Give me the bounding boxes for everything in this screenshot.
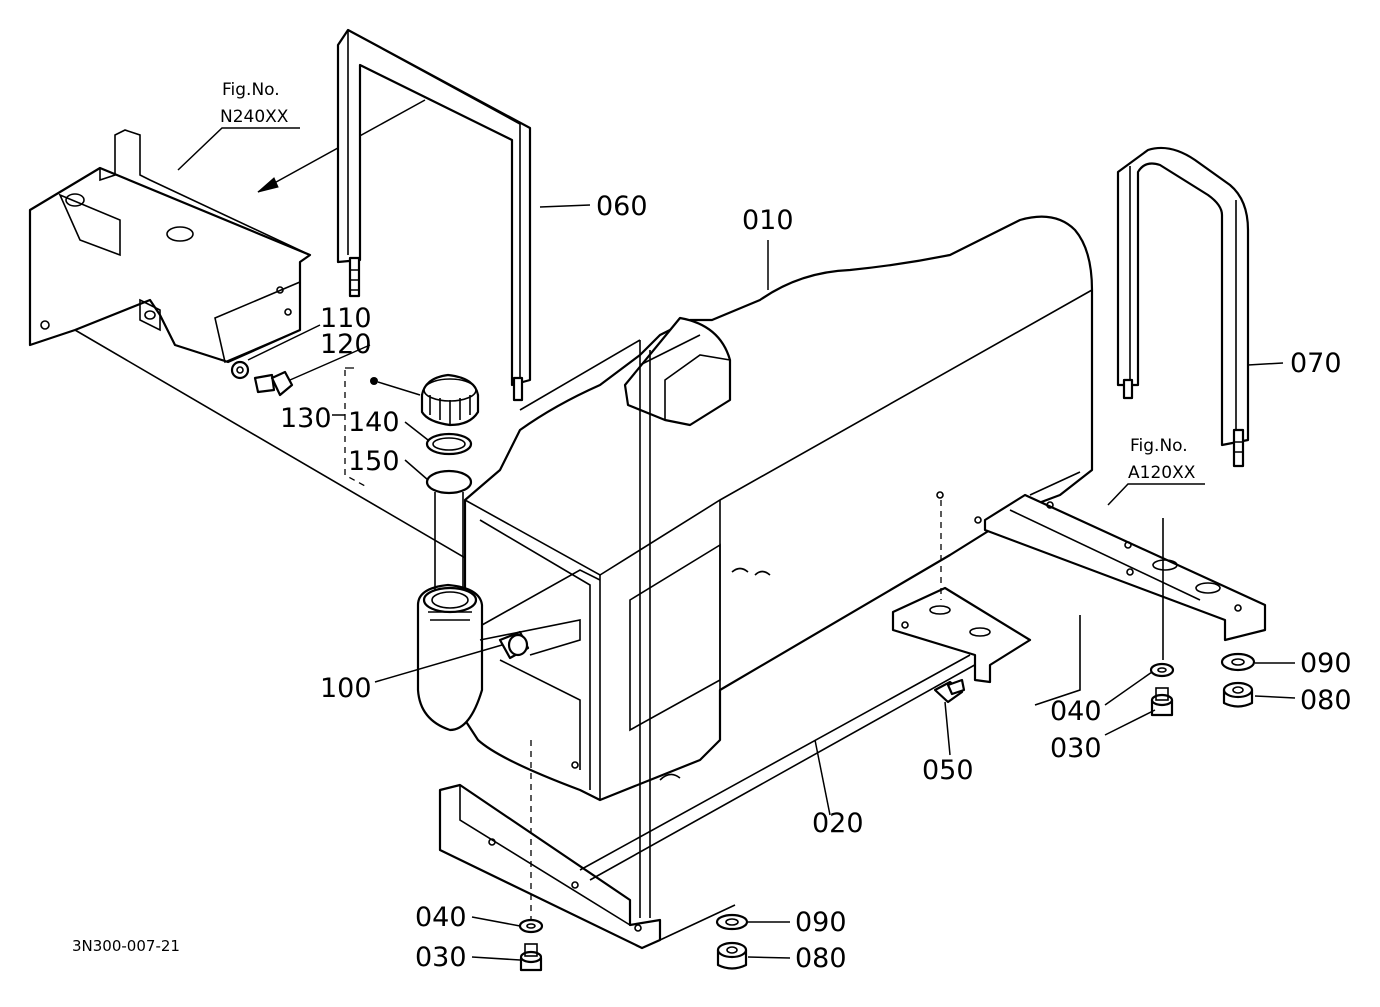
figure-ref-a120-line1: Fig.No. bbox=[1130, 436, 1188, 456]
bolt-050 bbox=[933, 678, 966, 704]
callout-130: 130 bbox=[280, 403, 332, 434]
figure-ref-n240-line2: N240XX bbox=[220, 107, 289, 127]
callout-040-bottom: 040 bbox=[415, 902, 467, 933]
right-mounting-bracket bbox=[983, 471, 1267, 642]
callout-120: 120 bbox=[320, 329, 372, 360]
callout-100: 100 bbox=[320, 673, 372, 704]
callout-110: 110 bbox=[320, 303, 372, 334]
nut-080-right bbox=[1222, 681, 1254, 708]
figure-ref-a120: Fig.No. A120XX bbox=[1107, 436, 1205, 506]
callout-090-bottom: 090 bbox=[795, 907, 847, 938]
u-bracket-060 bbox=[336, 28, 532, 402]
callout-030-right: 030 bbox=[1050, 733, 1102, 764]
gasket-150 bbox=[425, 469, 473, 495]
washer-040-right bbox=[1149, 662, 1175, 678]
washer-110 bbox=[230, 360, 250, 380]
callout-140: 140 bbox=[348, 407, 400, 438]
bottom-bracket-020 bbox=[438, 654, 981, 950]
callout-040-right: 040 bbox=[1050, 696, 1102, 727]
callout-090-right: 090 bbox=[1300, 648, 1352, 679]
nut-080-bottom bbox=[716, 941, 748, 970]
callout-150: 150 bbox=[348, 446, 400, 477]
figure-ref-n240: Fig.No. N240XX bbox=[177, 80, 300, 171]
callout-020: 020 bbox=[812, 808, 864, 839]
washer-090-right bbox=[1220, 652, 1256, 672]
callout-labels: 060 010 070 110 120 130 140 150 100 020 … bbox=[280, 191, 1352, 974]
bolt-100 bbox=[498, 630, 530, 660]
washer-040-bottom bbox=[518, 918, 544, 934]
filler-cap bbox=[370, 373, 480, 427]
drawing-code: 3N300-007-21 bbox=[72, 937, 180, 955]
figure-ref-a120-line2: A120XX bbox=[1128, 463, 1196, 483]
figure-ref-n240-line1: Fig.No. bbox=[222, 80, 280, 100]
callout-080-right: 080 bbox=[1300, 685, 1352, 716]
washer-090-bottom bbox=[715, 913, 749, 931]
o-ring-140 bbox=[425, 432, 473, 456]
leader-lines bbox=[247, 204, 1296, 961]
u-bracket-070 bbox=[1116, 146, 1250, 468]
fuel-tank bbox=[463, 215, 1094, 802]
nut-030-bottom bbox=[519, 943, 543, 972]
right-support-bracket bbox=[891, 586, 1032, 684]
callout-060: 060 bbox=[596, 191, 648, 222]
callout-080-bottom: 080 bbox=[795, 943, 847, 974]
callout-050: 050 bbox=[922, 755, 974, 786]
callout-070: 070 bbox=[1290, 348, 1342, 379]
bolt-120 bbox=[253, 370, 294, 397]
nut-030-right bbox=[1150, 687, 1174, 717]
callout-010: 010 bbox=[742, 205, 794, 236]
callout-030-bottom: 030 bbox=[415, 942, 467, 973]
